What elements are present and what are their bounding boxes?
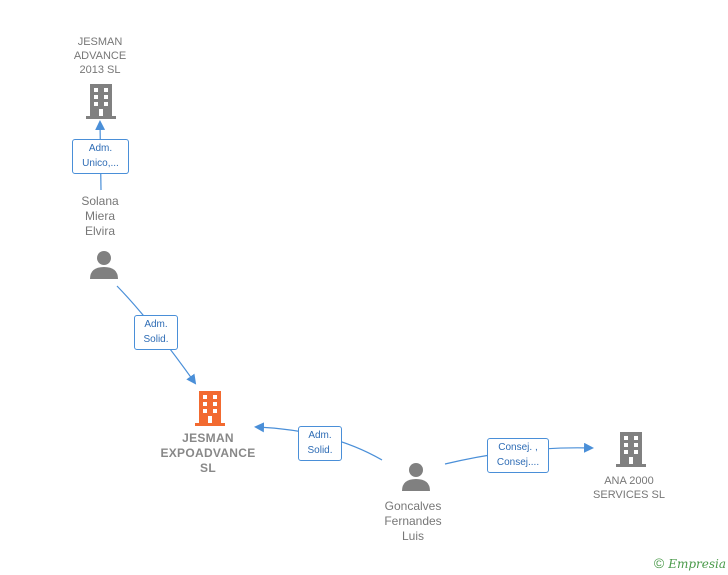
relation-label-consej[interactable]: Consej. , Consej.... xyxy=(487,438,549,473)
node-label-solana[interactable]: Solana Miera Elvira xyxy=(50,194,150,239)
label-line: Miera xyxy=(84,209,115,223)
empresia-logo: Empresia xyxy=(668,557,726,571)
label-line: ANA 2000 xyxy=(604,475,654,487)
person-icon[interactable] xyxy=(89,250,119,280)
label-line: JESMAN xyxy=(182,431,234,445)
person-icon[interactable] xyxy=(401,462,431,492)
relation-line: Adm. xyxy=(144,319,168,330)
label-line: 2013 SL xyxy=(79,64,121,76)
node-label-jesman-advance[interactable]: JESMAN ADVANCE 2013 SL xyxy=(50,35,150,77)
node-label-goncalves[interactable]: Goncalves Fernandes Luis xyxy=(363,499,463,544)
relation-line: Adm. xyxy=(88,143,113,154)
label-line: Fernandes xyxy=(384,514,442,528)
building-icon[interactable] xyxy=(85,84,117,120)
label-line: Luis xyxy=(401,529,424,543)
label-line: ADVANCE xyxy=(73,50,127,62)
relation-line: Consej.... xyxy=(496,457,540,468)
label-line: EXPOADVANCE xyxy=(160,446,256,460)
node-label-ana2000[interactable]: ANA 2000 SERVICES SL xyxy=(578,474,680,502)
label-line: JESMAN xyxy=(77,36,123,48)
relation-line: Consej. , xyxy=(498,442,538,453)
node-label-jesman-expoadvance[interactable]: JESMAN EXPOADVANCE SL xyxy=(150,431,266,476)
empresia-credit[interactable]: ©Empresia xyxy=(654,555,726,571)
label-line: Solana xyxy=(81,194,119,208)
relation-label-adm-solid-2[interactable]: Adm. Solid. xyxy=(298,426,342,461)
label-line: SERVICES SL xyxy=(593,489,665,501)
relation-line: Unico,... xyxy=(82,158,119,169)
label-line: Goncalves xyxy=(384,499,442,513)
label-line: SL xyxy=(200,461,216,475)
relation-label-adm-unico[interactable]: Adm. Unico,... xyxy=(72,139,129,174)
building-icon[interactable] xyxy=(615,432,647,468)
relation-line: Adm. xyxy=(308,430,332,441)
relation-label-adm-solid[interactable]: Adm. Solid. xyxy=(134,315,178,350)
copyright-icon: © xyxy=(653,555,665,571)
label-line: Elvira xyxy=(84,224,115,238)
building-icon-main[interactable] xyxy=(194,391,226,427)
relation-line: Solid. xyxy=(143,334,169,345)
relation-line: Solid. xyxy=(307,445,333,456)
